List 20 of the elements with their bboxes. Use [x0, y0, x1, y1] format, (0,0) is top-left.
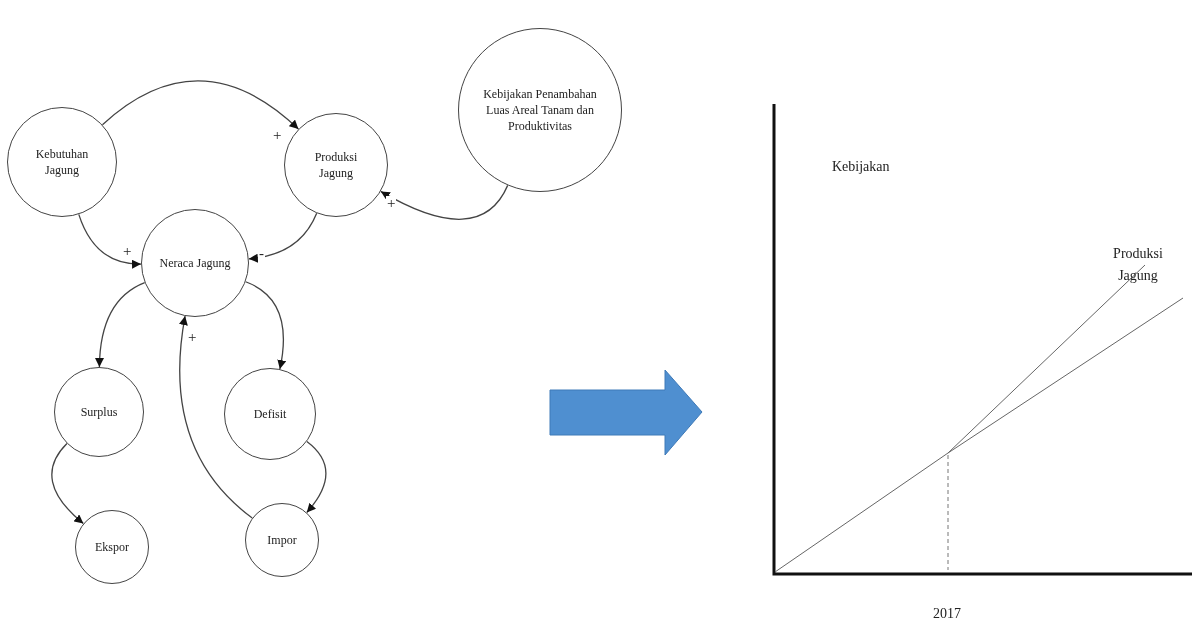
- arrow: [78, 213, 142, 269]
- node-label: Kebijakan Penambahan Luas Areal Tanam dan Produktivitas: [482, 86, 598, 134]
- node-label: Kebutuhan Jagung: [34, 146, 90, 178]
- arrow: [95, 281, 146, 368]
- arrow: [179, 315, 253, 519]
- node-label: Neraca Jagung: [159, 255, 231, 271]
- chart-label: Kebijakan: [832, 158, 890, 176]
- node-label: Ekspor: [95, 539, 129, 555]
- arrow: [248, 212, 318, 263]
- arrow: [101, 80, 300, 130]
- axis-tick-label: 2017: [933, 605, 961, 623]
- arrow: [51, 442, 84, 525]
- node-label: Impor: [267, 532, 297, 548]
- node-label: Surplus: [80, 404, 118, 420]
- arrow: [380, 184, 509, 220]
- arrow: [245, 281, 286, 370]
- node-label: Produksi Jagung: [313, 149, 359, 181]
- arrow: [306, 440, 327, 514]
- node-label: Defisit: [253, 406, 287, 422]
- line-label: Produksi Jagung: [1112, 245, 1164, 285]
